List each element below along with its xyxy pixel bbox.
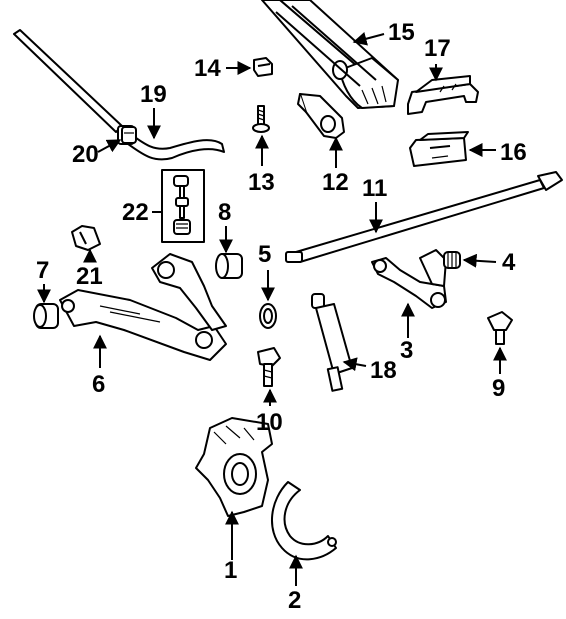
stabilizer-bushing xyxy=(121,126,137,144)
splash-shield xyxy=(270,481,337,561)
bolt-13 xyxy=(252,105,270,133)
callout-labels: 1 2 3 4 5 6 7 8 9 10 11 12 13 14 15 16 1… xyxy=(36,19,527,614)
callout-3: 3 xyxy=(400,337,413,364)
link-kit xyxy=(161,169,205,243)
callout-15: 15 xyxy=(388,19,415,46)
strut-rod xyxy=(285,171,563,263)
callout-20: 20 xyxy=(72,141,99,168)
callout-17: 17 xyxy=(424,35,451,62)
callout-18: 18 xyxy=(370,357,397,384)
upper-ball-joint xyxy=(487,311,513,345)
lower-arm-bushing xyxy=(33,303,59,329)
callout-11: 11 xyxy=(362,175,387,202)
callout-12: 12 xyxy=(322,169,349,196)
bushing-clip xyxy=(71,225,101,251)
bumper-clip xyxy=(253,57,273,77)
leader-lines xyxy=(37,31,507,586)
lower-ball-joint xyxy=(257,347,281,387)
seal-ring xyxy=(259,303,277,329)
bumper-block xyxy=(409,131,469,167)
callout-22: 22 xyxy=(122,199,149,226)
callout-14: 14 xyxy=(194,55,221,82)
steering-knuckle xyxy=(195,417,273,517)
upper-arm-bushing xyxy=(443,251,461,269)
shock-absorber xyxy=(311,293,353,392)
lower-control-arm xyxy=(59,253,227,361)
callout-1: 1 xyxy=(224,557,237,584)
callout-4: 4 xyxy=(502,249,516,276)
callout-19: 19 xyxy=(140,81,167,108)
callout-7: 7 xyxy=(36,257,49,284)
frame-rail xyxy=(261,0,399,109)
callout-6: 6 xyxy=(92,371,105,398)
callout-5: 5 xyxy=(258,241,271,268)
callout-8: 8 xyxy=(218,199,231,226)
callout-13: 13 xyxy=(248,169,275,196)
callout-10: 10 xyxy=(256,409,283,436)
callout-21: 21 xyxy=(76,263,103,290)
control-arm-bushing xyxy=(215,253,243,279)
frame-bracket xyxy=(407,75,479,115)
callout-9: 9 xyxy=(492,375,505,402)
bump-stop-bracket xyxy=(297,93,345,139)
callout-16: 16 xyxy=(500,139,527,166)
upper-control-arm xyxy=(371,249,447,309)
callout-2: 2 xyxy=(288,587,301,614)
